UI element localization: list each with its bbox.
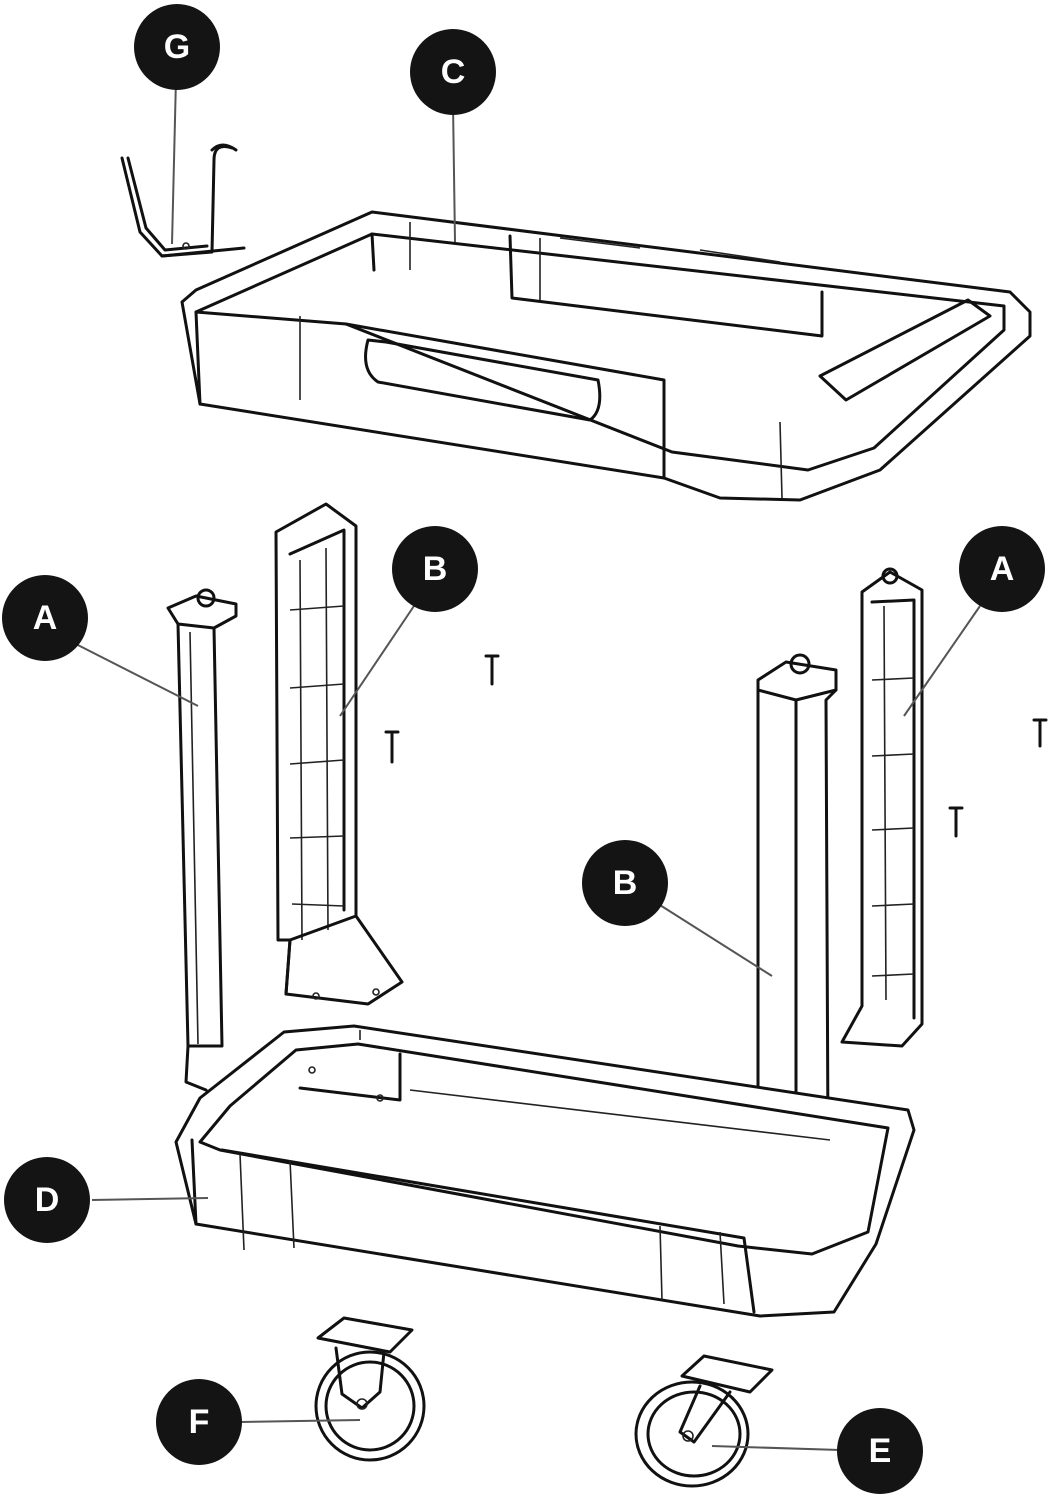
callout-b-right-label: B [613, 864, 638, 902]
screws [384, 654, 1048, 838]
part-d-bottom-tray [174, 1024, 916, 1318]
callout-f: F [156, 1379, 242, 1465]
callout-d: D [4, 1157, 90, 1243]
callout-a-left: A [2, 575, 88, 661]
callout-b-right: B [582, 840, 668, 926]
callout-a-right-label: A [990, 550, 1015, 588]
callout-e-label: E [869, 1432, 892, 1470]
part-c-top-tray [180, 210, 1032, 502]
callout-b-left: B [392, 526, 478, 612]
callout-e: E [837, 1408, 923, 1494]
part-g-handle-bracket [120, 143, 246, 258]
callout-c-label: C [441, 53, 466, 91]
part-e-swivel-caster [634, 1354, 774, 1488]
callout-f-label: F [189, 1403, 210, 1441]
callout-a-left-label: A [33, 599, 58, 637]
callout-d-label: D [35, 1181, 60, 1219]
callout-c: C [410, 29, 496, 115]
part-a-left-leg [166, 588, 238, 1092]
part-f-fixed-caster [314, 1316, 426, 1462]
callout-g: G [134, 4, 220, 90]
part-b-left-leg-ribbed [274, 502, 404, 1006]
part-a-right-leg-ribbed [840, 567, 924, 1048]
callout-g-label: G [164, 28, 190, 66]
leader-lines [67, 77, 981, 1451]
callout-a-right: A [959, 526, 1045, 612]
callout-b-left-label: B [423, 550, 448, 588]
